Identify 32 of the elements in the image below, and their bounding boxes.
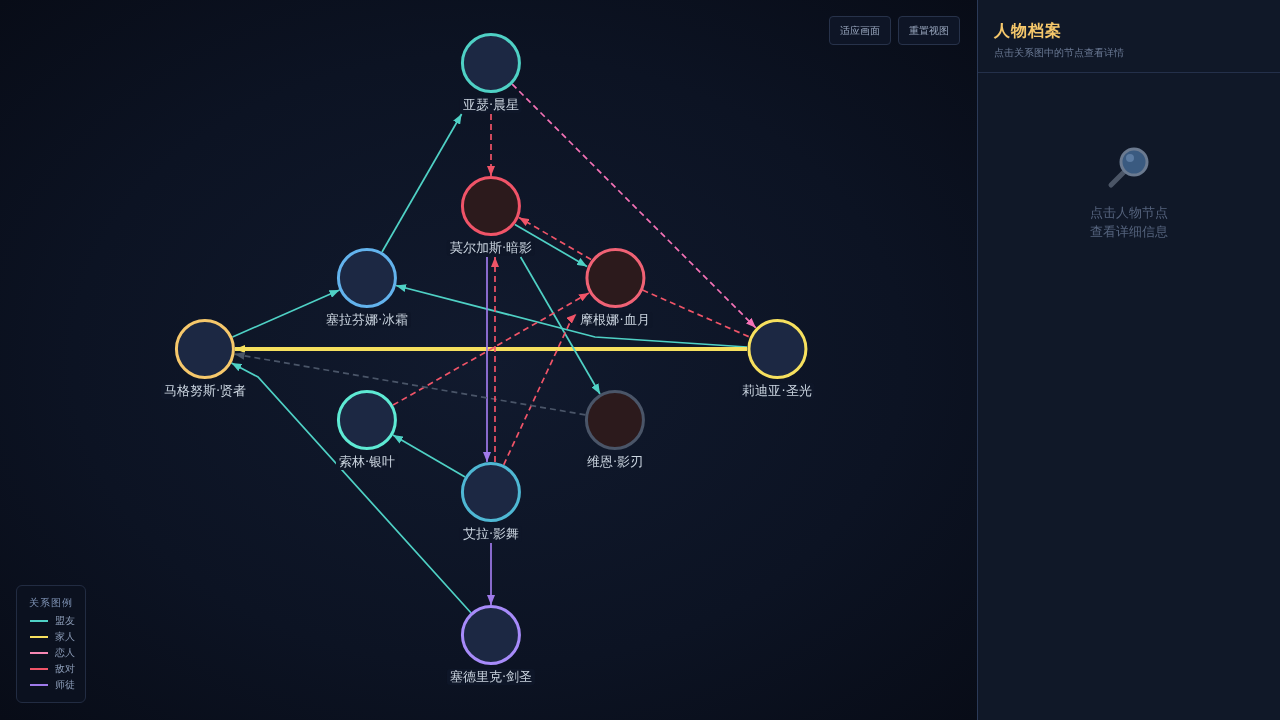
name-label: 塞德里克·剑圣 [446, 669, 536, 685]
arrow [381, 113, 463, 253]
arrow [491, 256, 499, 463]
arrow [487, 542, 495, 606]
fit-view-button: 适应画面 [829, 16, 891, 45]
arrow [511, 83, 757, 329]
arrow [231, 289, 341, 338]
placeholder-text: 点击人物节点查看详细信息 [1088, 204, 1169, 241]
legend-label: 盟友 [55, 615, 75, 627]
connector-line [641, 289, 751, 338]
arrow [483, 256, 491, 463]
arrow [519, 256, 601, 395]
legend-label: 敌对 [55, 663, 75, 675]
arrow [392, 434, 466, 478]
arrow [518, 216, 592, 261]
legend-label: 恋人 [55, 647, 75, 659]
arrow [233, 351, 587, 416]
arrow [235, 345, 747, 353]
legend-label: 家人 [55, 631, 75, 643]
arrow [514, 223, 588, 268]
arrow [487, 113, 495, 177]
arrow [502, 313, 578, 466]
name-label: 莉迪亚·圣光 [739, 383, 815, 399]
arrow [392, 292, 590, 406]
legend-title: 关系图例 [29, 596, 73, 609]
legend-label: 师徒 [55, 679, 75, 691]
name-label: 亚瑟·晨星 [459, 97, 523, 113]
panel-subtitle: 点击关系图中的节点查看详情 [994, 46, 1124, 60]
arrow [230, 362, 472, 614]
arrow [395, 284, 748, 348]
reset-view-button: 重置视图 [898, 16, 960, 45]
panel-title: 人物档案 [994, 21, 1062, 41]
